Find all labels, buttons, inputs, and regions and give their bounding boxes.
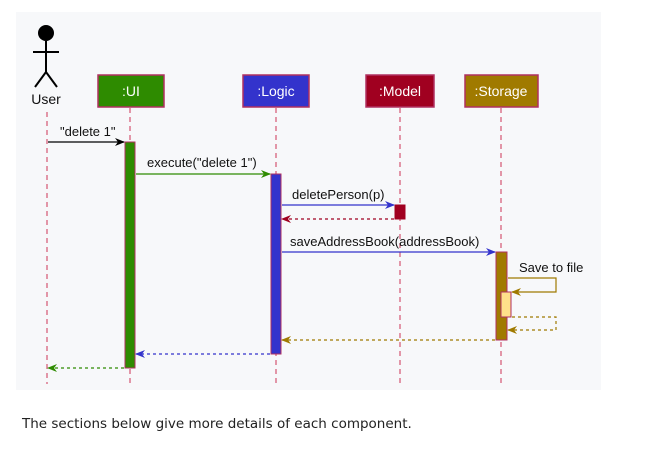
- message-save-to-file-arrow: [508, 277, 557, 296]
- message-execute-label: execute("delete 1"): [147, 155, 257, 170]
- message-save-to-file-label: Save to file: [519, 260, 583, 275]
- participant-storage-box: [464, 74, 539, 108]
- activation-ui: [124, 141, 136, 369]
- actor-user: User: [31, 25, 61, 107]
- participant-model-box: [365, 74, 435, 108]
- caption-text: The sections below give more details of …: [22, 416, 412, 432]
- participant-model: :Model: [365, 74, 435, 108]
- participant-ui-box: [97, 74, 165, 108]
- participant-model-label: :Model: [379, 83, 421, 99]
- participant-ui-label: :UI: [122, 83, 140, 99]
- message-delete-1-label: "delete 1": [60, 124, 116, 139]
- message-delete-person-label: deletePerson(p): [292, 187, 385, 202]
- message-save-address-book: saveAddressBook(addressBook): [282, 234, 496, 256]
- message-execute: execute("delete 1"): [136, 155, 271, 178]
- participant-storage: :Storage: [464, 74, 539, 108]
- participant-storage-label: :Storage: [475, 83, 528, 99]
- message-delete-person: deletePerson(p): [282, 187, 395, 209]
- participant-ui: :UI: [97, 74, 165, 108]
- participant-logic-label: :Logic: [257, 83, 294, 99]
- actor-head: [38, 25, 54, 41]
- return-save-to-file: [507, 316, 557, 334]
- participant-logic: :Logic: [242, 74, 310, 108]
- activation-logic: [270, 173, 282, 355]
- actor-label: User: [31, 91, 61, 107]
- activation-storage-nested: [500, 291, 512, 318]
- activation-model: [394, 204, 406, 220]
- message-save-to-file: Save to file: [508, 260, 583, 296]
- actor-body: [33, 41, 59, 88]
- message-save-address-book-label: saveAddressBook(addressBook): [290, 234, 479, 249]
- participant-logic-box: [242, 74, 310, 108]
- message-delete-1: "delete 1": [48, 124, 125, 146]
